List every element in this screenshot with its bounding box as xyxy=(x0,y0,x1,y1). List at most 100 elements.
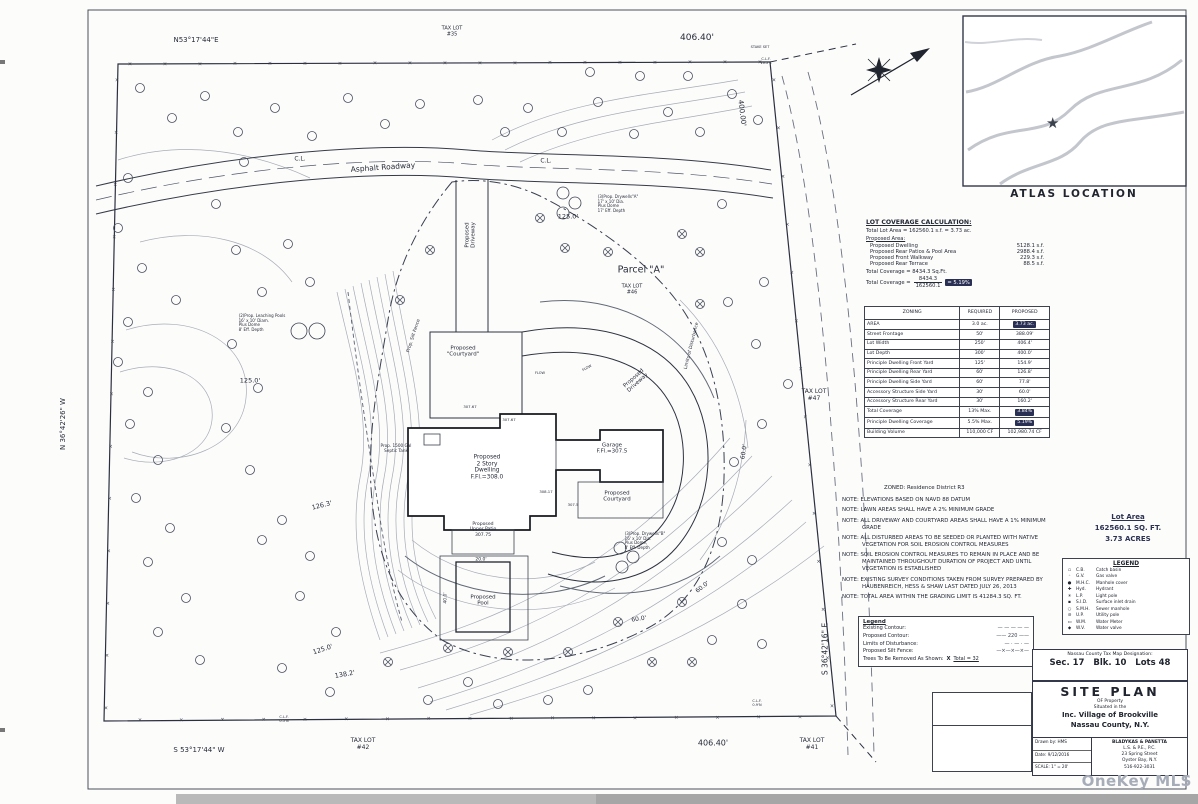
atlas-road xyxy=(964,38,1043,44)
svg-text:×: × xyxy=(268,61,272,67)
firm-line: L.S. & P.E., P.C. xyxy=(1123,746,1156,752)
line-legend-rows: Existing Contour:— — — — —Proposed Conto… xyxy=(863,625,1029,656)
atlas-map-box xyxy=(962,15,1187,187)
driveway-loop-inner xyxy=(521,351,684,559)
note: NOTE: ALL DISTURBED AREAS TO BE SEEDED O… xyxy=(842,535,1039,549)
required-header: REQUIRED xyxy=(959,306,1001,320)
svg-text:×: × xyxy=(468,716,472,722)
drawn-by-cell: Drawn by: HMS xyxy=(1033,738,1091,751)
trees-to-be-removed-row: Trees To Be Removed As Shown: X Total = … xyxy=(863,656,1029,664)
fraction-denominator: 162560.1 xyxy=(915,283,941,289)
proposed-contour xyxy=(404,555,606,595)
legend-symbol-row: ○S.M.H.Sewer manhole xyxy=(1067,606,1130,612)
east-road xyxy=(781,75,849,756)
svg-text:×: × xyxy=(776,126,780,132)
svg-text:×: × xyxy=(513,60,517,66)
leaching-pool xyxy=(290,322,308,340)
drywell-b xyxy=(613,541,627,555)
lot-coverage-title: LOT COVERAGE CALCULATION: xyxy=(866,219,972,226)
svg-text:×: × xyxy=(583,60,587,66)
date-label: Date: xyxy=(1035,751,1047,757)
svg-text:×: × xyxy=(808,463,812,469)
fence-marks: ××××××××××××××××××××××××××××××××××××××××… xyxy=(104,60,834,724)
svg-text:×: × xyxy=(108,444,112,450)
firm-line: BLADYKAS & PANETTA xyxy=(1112,740,1167,745)
legend-line-row: Limits of Disturbance:— · — · — xyxy=(863,640,1029,647)
zoning-header: ZONING xyxy=(863,306,961,320)
svg-text:×: × xyxy=(715,715,719,721)
legend-symbol-row: ✚Hyd.Hydrant xyxy=(1067,587,1114,593)
property-boundary xyxy=(103,61,837,722)
svg-text:×: × xyxy=(104,706,108,712)
drywell-b xyxy=(626,550,640,564)
drywell-a xyxy=(556,186,570,200)
north-arrow-head xyxy=(910,48,930,62)
svg-text:×: × xyxy=(830,704,834,710)
legend-symbol-row: ▪S.I.D.Surface inlet drain xyxy=(1068,600,1136,606)
svg-text:×: × xyxy=(772,78,776,84)
legend-symbol-row: ◆W.V.Water valve xyxy=(1067,625,1122,631)
pool-patio xyxy=(439,555,529,641)
svg-text:×: × xyxy=(107,549,111,555)
scan-bar xyxy=(176,794,596,804)
tree-symbols xyxy=(113,67,793,709)
svg-text:×: × xyxy=(509,716,513,722)
title-county: Nassau County, N.Y. xyxy=(1070,720,1150,729)
lot-area-sqft: 162560.1 SQ. FT. xyxy=(1094,523,1162,532)
sheet-title: SITE PLAN xyxy=(1060,684,1160,699)
svg-text:×: × xyxy=(138,718,142,724)
scan-mark xyxy=(0,728,5,732)
line-legend-title: Legend xyxy=(863,619,886,625)
septic-tank xyxy=(423,433,441,446)
svg-text:×: × xyxy=(233,61,237,67)
boundary-extension xyxy=(769,43,857,63)
svg-text:×: × xyxy=(674,715,678,721)
scan-mark xyxy=(0,60,5,64)
scale-cell: SCALE: 1" = 20' xyxy=(1035,764,1069,770)
svg-text:×: × xyxy=(592,715,596,721)
svg-text:×: × xyxy=(688,60,692,66)
zoned-note: ZONED: Residence District R3 xyxy=(884,485,965,491)
revision-box xyxy=(932,692,1032,772)
proposed-header: PROPOSED xyxy=(999,306,1050,320)
line-legend-panel: Legend Existing Contour:— — — — —Propose… xyxy=(858,616,1034,667)
svg-text:×: × xyxy=(113,182,117,188)
svg-text:×: × xyxy=(633,715,637,721)
svg-text:×: × xyxy=(653,60,657,66)
legend-line-row: Proposed Contour:—— 220 —— xyxy=(863,632,1029,639)
svg-text:×: × xyxy=(115,78,119,84)
svg-text:×: × xyxy=(785,222,789,228)
proposed-contour xyxy=(539,300,715,399)
svg-text:×: × xyxy=(128,62,132,68)
proposed-contour xyxy=(559,555,721,594)
svg-text:×: × xyxy=(106,601,110,607)
atlas-road xyxy=(999,110,1185,186)
firm-line: Oyster Bay, N.Y. xyxy=(1122,758,1157,764)
date-cell: Date: 9/12/2016 xyxy=(1033,751,1091,764)
total-lot-area-line: Total Lot Area = 162560.1 s.f. = 3.73 ac… xyxy=(866,228,972,234)
drawn-by-label: Drawn by: xyxy=(1035,739,1057,744)
svg-text:×: × xyxy=(105,653,109,659)
svg-text:×: × xyxy=(114,130,118,136)
svg-text:×: × xyxy=(163,61,167,67)
note: NOTE: ALL DRIVEWAY AND COURTYARD AREAS S… xyxy=(842,517,1046,531)
svg-text:×: × xyxy=(179,717,183,723)
svg-text:×: × xyxy=(794,318,798,324)
svg-text:×: × xyxy=(723,60,727,66)
fraction-label: Total Coverage = xyxy=(866,279,911,286)
title-sub1: OF Property xyxy=(1097,699,1123,704)
zoning-header-row: ZONING REQUIRED PROPOSED xyxy=(863,306,1050,320)
rear-courtyard xyxy=(577,481,664,519)
